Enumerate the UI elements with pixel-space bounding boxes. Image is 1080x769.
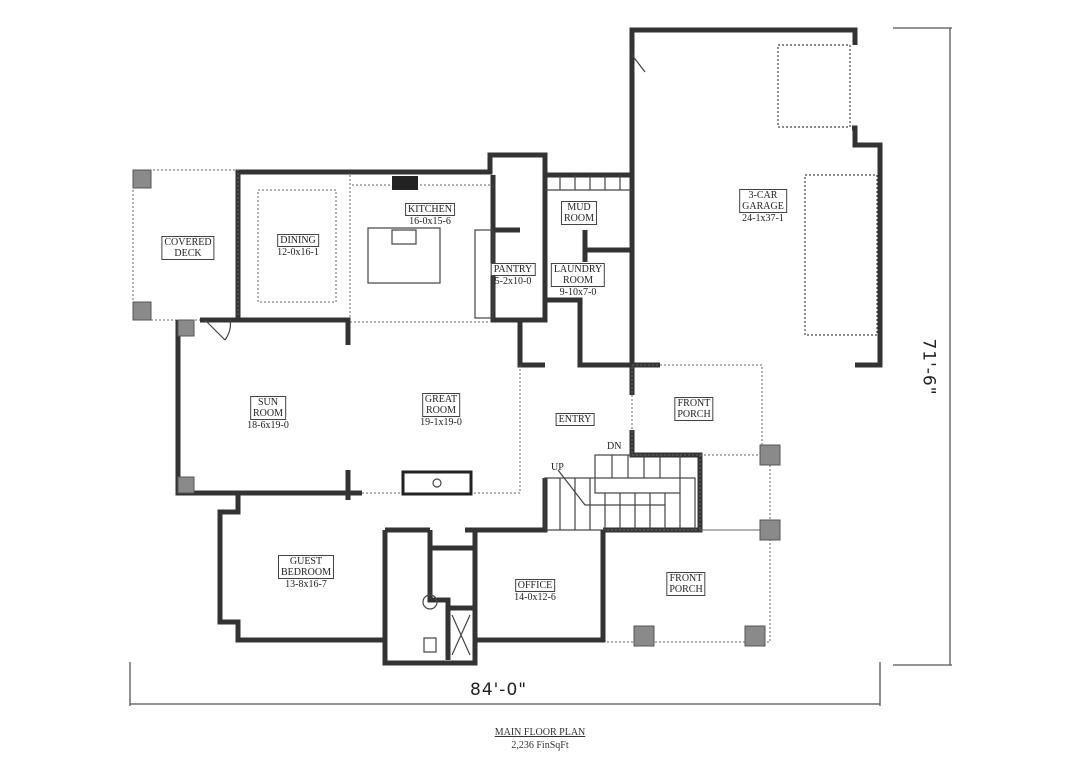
- room-name: COVERED DECK: [161, 236, 215, 260]
- sun-room-door-swing: [204, 319, 232, 341]
- shower: [451, 614, 471, 656]
- room-name: DINING: [277, 234, 319, 247]
- fireplace-icon: [432, 478, 442, 488]
- width-dimension-line: [129, 662, 881, 706]
- stair-up-label: UP: [551, 462, 564, 473]
- room-name: KITCHEN: [405, 203, 455, 216]
- covered-deck-outline: [132, 169, 239, 321]
- stair-down-label: DN: [607, 441, 622, 452]
- deck-column: [132, 301, 152, 321]
- room-size: 12-0x16-1: [277, 247, 319, 258]
- south-walls: [217, 493, 606, 666]
- room-name: GREAT ROOM: [421, 393, 461, 417]
- plan-title: MAIN FLOOR PLAN: [494, 727, 586, 738]
- depth-dimension-line: [893, 27, 952, 666]
- room-label-front-porch-2: FRONT PORCH: [666, 572, 706, 596]
- porch-column: [633, 625, 655, 647]
- cooktop-icon: [392, 176, 418, 190]
- room-label-front-porch: FRONT PORCH: [674, 397, 714, 421]
- front-porch-outline: [631, 364, 763, 456]
- room-size: 5-2x10-0: [494, 276, 532, 287]
- bathroom-sink: [422, 594, 438, 610]
- room-name: FRONT PORCH: [674, 397, 714, 421]
- room-label-entry: ENTRY: [555, 413, 595, 426]
- deck-column: [132, 169, 152, 189]
- bath-walls: [382, 530, 478, 660]
- porch-walkway: [699, 454, 771, 531]
- garage-bay-outline: [804, 174, 878, 336]
- room-size: 19-1x19-0: [420, 417, 462, 428]
- porch-column: [759, 519, 781, 541]
- garage-bay-outline: [777, 44, 851, 128]
- room-name: 3-CAR GARAGE: [739, 189, 787, 213]
- sun-room-column: [177, 319, 195, 337]
- room-size: 13-8x16-7: [285, 579, 327, 590]
- room-name: ENTRY: [555, 413, 595, 426]
- room-size: 16-0x15-6: [409, 216, 451, 227]
- pantry-walls: [490, 175, 548, 323]
- room-size: 24-1x37-1: [742, 213, 784, 224]
- sun-room-column: [177, 476, 195, 494]
- toilet: [423, 637, 437, 653]
- room-label-mud-room: MUD ROOM: [560, 201, 598, 225]
- kitchen-island: [367, 227, 441, 284]
- room-name: FRONT PORCH: [666, 572, 706, 596]
- mud-room-lockers: [545, 175, 632, 191]
- depth-dimension: 71'-6": [918, 338, 939, 396]
- room-name: PANTRY: [490, 263, 536, 276]
- room-name: MUD ROOM: [560, 201, 598, 225]
- fireplace: [401, 470, 473, 496]
- room-name: GUEST BEDROOM: [277, 555, 335, 579]
- plan-caption: MAIN FLOOR PLAN 2,236 FinSqFt: [495, 727, 586, 751]
- porch-column: [759, 444, 781, 466]
- dining-table-area: [257, 189, 337, 303]
- plan-area: 2,236 FinSqFt: [511, 740, 569, 751]
- sink-icon: [391, 229, 417, 245]
- room-name: OFFICE: [514, 579, 556, 592]
- room-size: 18-6x19-0: [247, 420, 289, 431]
- room-name: LAUNDRY ROOM: [550, 263, 606, 287]
- room-size: 9-10x7-0: [559, 287, 597, 298]
- room-size: 14-0x12-6: [514, 592, 556, 603]
- room-name: SUN ROOM: [249, 396, 287, 420]
- staircase: [544, 454, 696, 531]
- width-dimension: 84'-0": [470, 680, 528, 700]
- room-label-covered-deck: COVERED DECK: [161, 236, 215, 260]
- garage-door-swing: [631, 54, 646, 73]
- porch-column: [744, 625, 766, 647]
